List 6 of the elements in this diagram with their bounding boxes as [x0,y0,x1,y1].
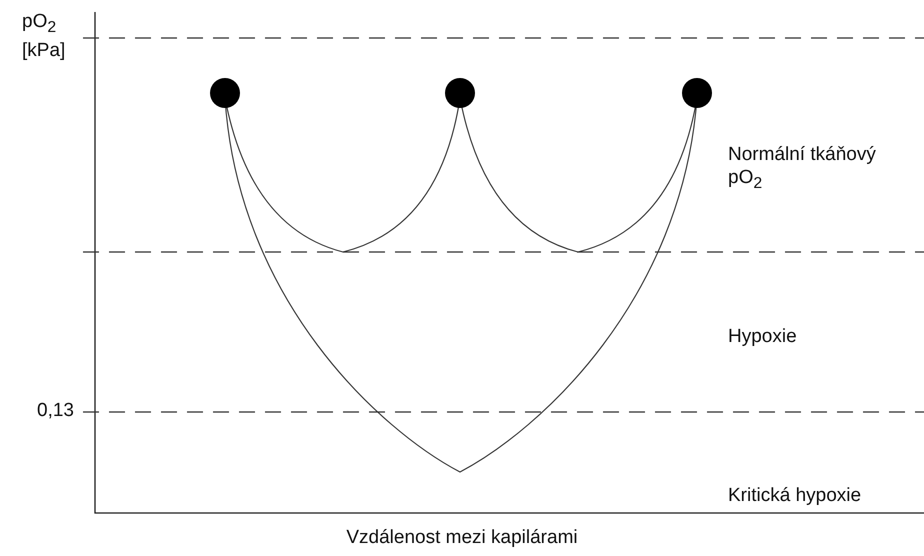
region-label: Normální tkáňový pO$_{2}$ [728,143,877,194]
region-label: Hypoxie [728,325,797,348]
axis-label: Vzdálenost mezi kapilárami [345,526,579,549]
axis-label: pO$_{2}$ [kPa] [22,10,66,62]
region-label: Kritická hypoxie [728,484,862,507]
tick-label: 0,13 [37,399,74,422]
